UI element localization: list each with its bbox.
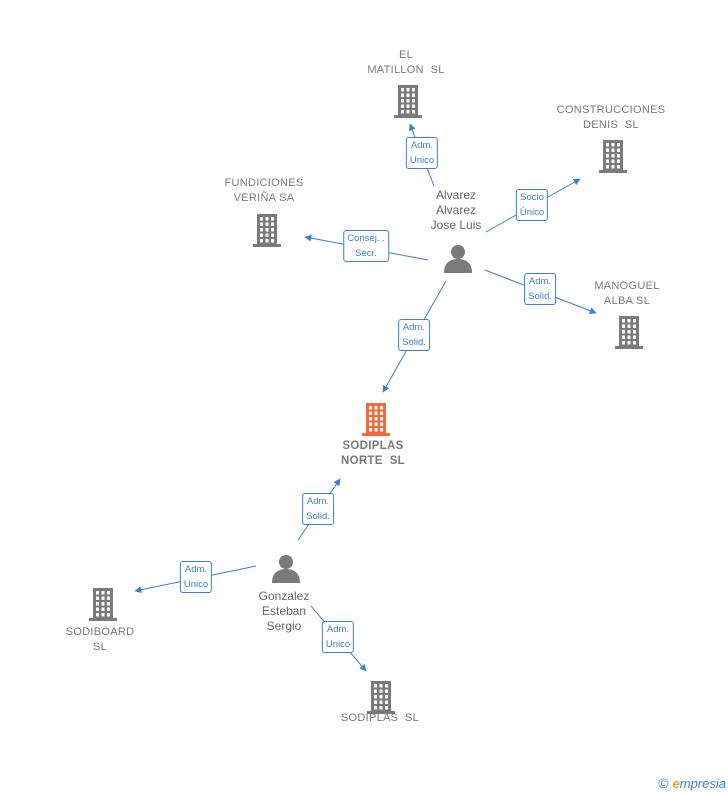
relation-label: Consej. . Secr. — [343, 230, 389, 262]
person-icon[interactable] — [443, 244, 473, 279]
company-label-fundiciones[interactable]: FUNDICIONES VERIÑA SA — [224, 177, 304, 204]
company-label-sodiplas[interactable]: SODIPLAS SL — [340, 712, 420, 724]
building-icon[interactable] — [87, 587, 119, 626]
relation-label: Adm. Solid. — [398, 319, 430, 351]
relation-label: Adm. Solid. — [524, 273, 556, 305]
relation-label: Socio Único — [515, 189, 549, 221]
relation-label: Adm. Unico — [179, 561, 213, 593]
relation-label: Adm. Unico — [321, 621, 355, 653]
company-label-sodiplas_norte[interactable]: SODIPLAS NORTE SL — [340, 440, 406, 467]
building-icon[interactable] — [392, 84, 424, 123]
person-icon[interactable] — [271, 554, 301, 589]
building-icon[interactable] — [597, 139, 629, 178]
person-label-alvarez[interactable]: Alvarez Alvarez Jose Luis — [430, 188, 482, 232]
brand-logo-letter: e — [672, 776, 680, 791]
building-icon[interactable] — [365, 680, 397, 719]
company-label-manoguel[interactable]: MANOGUEL ALBA SL — [594, 280, 660, 307]
company-label-sodiboard[interactable]: SODIBOARD SL — [65, 626, 135, 653]
relation-label: Adm. Solid. — [302, 493, 334, 525]
building-icon[interactable] — [251, 213, 283, 252]
relation-label: Adm. Unico — [405, 137, 439, 169]
person-label-gonzalez[interactable]: Gonzalez Esteban Sergio — [258, 589, 310, 633]
brand-logo-text: mpresia — [679, 776, 726, 791]
building-icon[interactable] — [613, 315, 645, 354]
company-label-matillon[interactable]: EL MATILLON SL — [367, 49, 445, 76]
building-icon[interactable] — [360, 402, 392, 441]
copyright-icon: © — [658, 775, 669, 791]
copyright-brand: ©empresia — [658, 775, 726, 791]
company-label-construcciones[interactable]: CONSTRUCCIONES DENIS SL — [556, 104, 666, 131]
